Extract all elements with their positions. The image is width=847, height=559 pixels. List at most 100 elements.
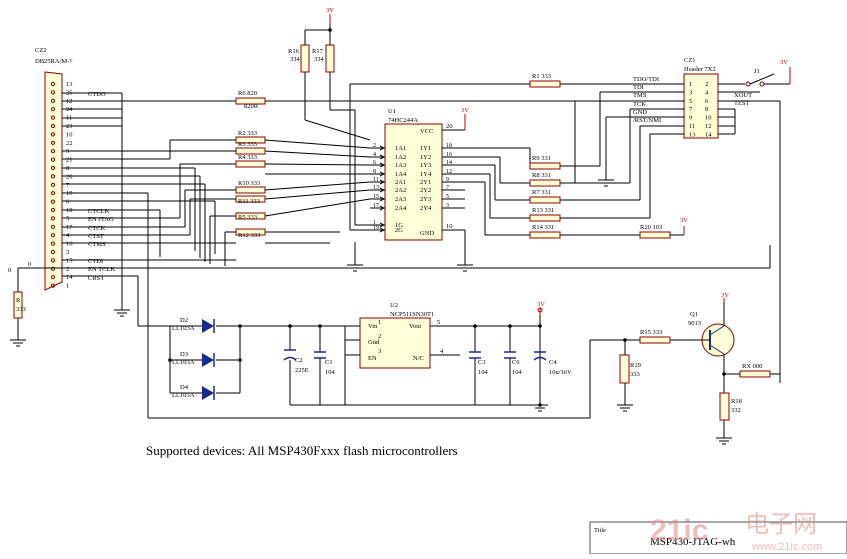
u1-right-pin-name: 1Y3 [420,162,431,169]
u1-right-pin-name: 2Y1 [420,179,431,186]
c2-value: 225E [295,367,309,374]
r18-ref: R18 [731,398,742,405]
j1-jumper: J1 3V [745,59,791,87]
q1-transistor: Q1 9013 3V R15 333 RX 000 R19 333 R18 33… [617,292,781,445]
cz2-ref: CZ2 [35,47,47,54]
resistor-r [13,291,23,319]
u1-vcc-pin: 20 [446,123,453,130]
resistor-r1 [529,80,561,88]
cz1-left-pin: 9 [689,115,692,122]
diode-d3: D3 LL103A [172,351,215,367]
u1-left-pin-num: 17 [373,203,379,209]
cz2-pin-dot [50,258,56,263]
gnd-symbol-r18 [716,437,732,445]
u2-pin3: 3 [378,348,381,355]
cz1-right-pin: 14 [705,131,712,138]
u1-left-pin-name: 2A2 [395,187,406,194]
cz2-pin-label: 6 [66,199,70,206]
cz2-pin-label: 22 [66,140,73,147]
u1-gnd-pin: 10 [446,223,453,230]
junction-r16r17 [328,28,332,32]
u1-right-pin-name: 2Y4 [420,205,432,212]
cap-c2: C2 225E [283,349,309,374]
r19-value: 333 [630,371,640,378]
u1-right-pin-num: 5 [446,194,449,200]
cz2-pin-dot [50,224,56,229]
d3-part: LL103A [172,359,195,366]
watermark-cn: 电子网 [745,510,817,538]
r4-label: R4 333 [238,154,257,161]
u1-left-pin-num: 11 [373,177,379,183]
c6-value: 104 [512,369,523,376]
cz1-net-gnd: GND [633,109,647,116]
cz2-pin-label: 5 [66,215,69,222]
cz1-right-pin: 12 [705,123,712,130]
net-ctck: CTCK [88,225,106,232]
net-crst: CRST [88,275,104,282]
cz1-net-tdi: TDI [633,84,644,91]
c1-value: 104 [325,369,336,376]
u1-body [384,123,443,241]
u1-gnd: GND [420,230,434,237]
cz1-right-pin: 10 [705,115,712,122]
watermark-logo: 21ic 电子网 www.21ic.com [650,510,822,553]
u1-left-pin-num: 4 [373,152,376,158]
cz2-pin-dot [50,207,56,213]
j1-vcc: 3V [780,59,788,66]
gnd-symbol-r19 [617,404,633,412]
u1-left-pin-num: 8 [373,169,376,175]
u1-right-pin-num: 18 [446,143,452,149]
cz1-net-tck: TCK [633,101,646,108]
u1-right-pin-name: 2Y2 [420,187,431,194]
cap-c3: C3 104 [469,351,489,376]
cz1-body [683,73,719,139]
cz1-ref: CZ1 [684,57,696,64]
r-ref: R [16,297,21,304]
cz2-pin-label: 3 [66,249,69,256]
r15-label: R15 333 [640,329,662,336]
u2-vin: Vin [368,323,378,330]
cz2-pin-label: 24 [66,106,73,113]
u1-right-pin-name: 2Y3 [420,196,431,203]
r8-label: R8 331 [532,172,551,179]
cz2-pin-dot [50,90,56,95]
zero-label-a: 0 [28,261,31,268]
cz2-pin-label: 10 [66,131,73,138]
cz2-pin-label: 1 [66,283,69,290]
resistor-r5 [235,212,266,220]
resistor-r12 [235,228,266,236]
cz1-right-pin: 4 [705,89,709,96]
u1-pin-arrow [379,171,386,177]
r18-value: 332 [731,407,741,414]
resistor-r16 [300,44,310,73]
u1-left-pin-name: 2A3 [395,196,406,203]
u1-pin-arrow [379,162,386,168]
u1-vcc: VCC [420,128,433,135]
resistor-r20 [639,231,671,239]
c4-value: 10u/16V [549,369,572,376]
rx-label: RX 000 [742,363,762,370]
u1-pin-arrow [379,205,386,211]
cz2-pin-label: 19 [66,190,73,197]
u1-left-pin-name: 1G [395,222,403,229]
u1-left-pin-num: 2 [373,143,376,149]
cz1-net-tms: TMS [633,92,647,99]
resistor-r3 [235,147,266,155]
r1-label: R1 333 [532,73,551,80]
u1-pin-arrow [379,227,386,233]
u1-left-pin-name: 2A1 [395,179,406,186]
r11-label: R11 333 [238,198,260,205]
resistor-r10 [235,186,266,194]
r5-label: R5 333 [238,214,257,221]
cz2-pin-dot [50,115,56,120]
u1-right-pin-num: 16 [446,152,452,158]
cz2-pin-label: 13 [66,81,73,88]
u1-right-pin-num: 12 [446,169,452,175]
u1-right-pin-num: 9 [446,177,449,183]
cap-c4: C4 10u/16V [533,351,572,376]
gnd-symbol-u1 [457,264,473,272]
watermark-url: www.21ic.com [751,541,822,553]
cz2-pin-label: 4 [66,232,70,239]
